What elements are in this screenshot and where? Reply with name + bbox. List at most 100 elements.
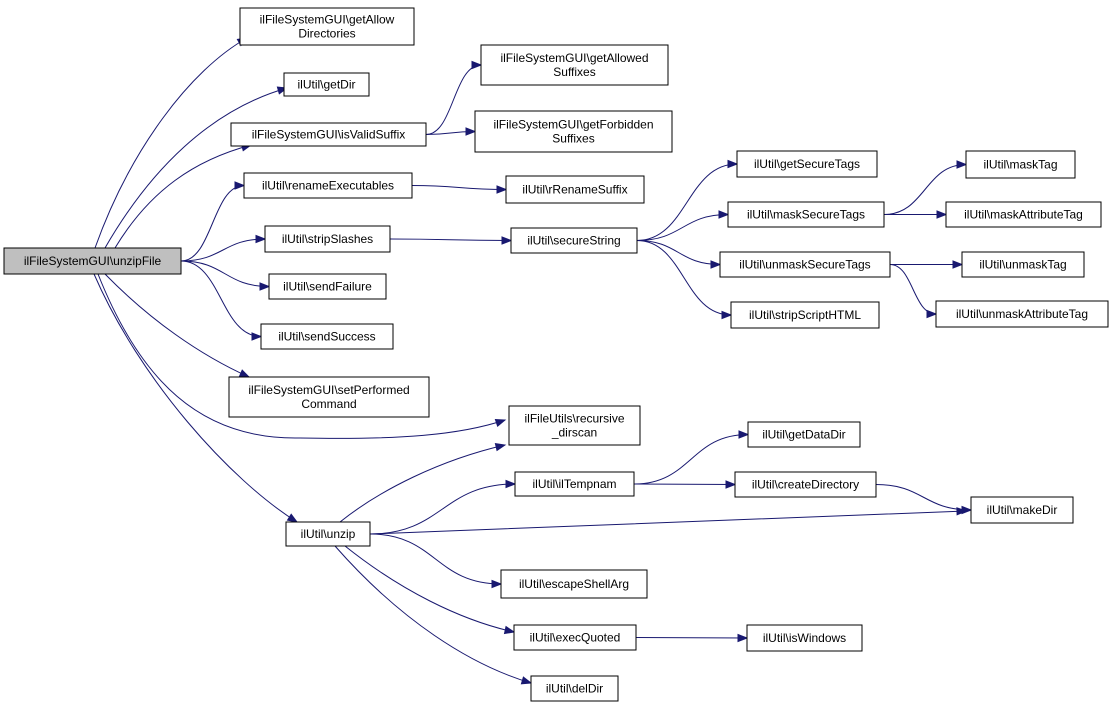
node-recursiveDirscan[interactable]: ilFileUtils\recursive_dirscan bbox=[508, 405, 641, 446]
node-box bbox=[727, 201, 885, 228]
edge-line bbox=[389, 238, 512, 241]
edge-secureString-to-maskSecureTags bbox=[636, 210, 730, 241]
node-box bbox=[264, 225, 391, 253]
node-rRenameSuffix[interactable]: ilUtil\rRenameSuffix bbox=[505, 175, 645, 204]
node-renameExecutables[interactable]: ilUtil\renameExecutables bbox=[243, 172, 413, 199]
edge-unmaskSecureTags-to-unmaskAttributeTag bbox=[889, 264, 938, 319]
node-unmaskSecureTags[interactable]: ilUtil\unmaskSecureTags bbox=[719, 251, 891, 278]
edge-isValidSuffix-to-getForbiddenSuffixes bbox=[425, 127, 477, 136]
edge-arrowhead bbox=[718, 210, 730, 219]
node-box bbox=[508, 405, 641, 446]
node-maskAttributeTag[interactable]: ilUtil\maskAttributeTag bbox=[945, 201, 1102, 228]
node-label: ilFileUtils\recursive bbox=[524, 412, 624, 426]
node-box bbox=[480, 44, 669, 86]
node-execQuoted[interactable]: ilUtil\execQuoted bbox=[513, 624, 637, 651]
node-label: ilUtil\ilTempnam bbox=[532, 477, 616, 491]
edge-isValidSuffix-to-getAllowedSuffixes bbox=[425, 60, 483, 135]
node-isWindows[interactable]: ilUtil\isWindows bbox=[746, 624, 863, 652]
edge-line bbox=[104, 87, 288, 249]
edge-arrowhead bbox=[259, 282, 271, 291]
node-unmaskTag[interactable]: ilUtil\unmaskTag bbox=[961, 251, 1085, 278]
node-createDirectory[interactable]: ilUtil\createDirectory bbox=[734, 471, 877, 498]
node-label: ilUtil\sendSuccess bbox=[278, 330, 375, 344]
edge-line bbox=[425, 64, 482, 135]
node-label: Suffixes bbox=[553, 65, 595, 79]
node-unzip[interactable]: ilUtil\unzip bbox=[285, 521, 371, 547]
node-sendSuccess[interactable]: ilUtil\sendSuccess bbox=[260, 323, 394, 350]
edge-line bbox=[94, 37, 248, 249]
node-label: ilUtil\createDirectory bbox=[752, 478, 859, 492]
edge-execQuoted-to-isWindows bbox=[635, 633, 749, 643]
node-box bbox=[935, 300, 1109, 328]
node-box bbox=[260, 323, 394, 350]
edge-line bbox=[636, 214, 729, 241]
edge-arrowhead bbox=[727, 159, 739, 169]
node-label: ilUtil\unmaskSecureTags bbox=[739, 258, 870, 272]
node-getDataDir[interactable]: ilUtil\getDataDir bbox=[747, 421, 861, 448]
node-delDir[interactable]: ilUtil\delDir bbox=[530, 675, 619, 702]
edge-arrowhead bbox=[738, 430, 750, 439]
node-getDir[interactable]: ilUtil\getDir bbox=[283, 72, 370, 97]
edge-unzip-to-recursiveDirscan bbox=[339, 442, 507, 523]
node-ilTempnam[interactable]: ilUtil\ilTempnam bbox=[514, 471, 635, 497]
edge-arrowhead bbox=[956, 507, 968, 516]
edge-line bbox=[883, 164, 967, 215]
node-stripScriptHTML[interactable]: ilUtil\stripScriptHTML bbox=[730, 301, 880, 329]
node-box bbox=[965, 150, 1076, 179]
edge-line bbox=[97, 273, 506, 439]
node-label: ilUtil\escapeShellArg bbox=[519, 577, 629, 591]
node-sendFailure[interactable]: ilUtil\sendFailure bbox=[268, 273, 387, 300]
edge-arrowhead bbox=[255, 234, 267, 244]
node-getSecureTags[interactable]: ilUtil\getSecureTags bbox=[736, 150, 878, 178]
edge-unzip-to-ilTempnam bbox=[369, 479, 517, 535]
node-label: Suffixes bbox=[552, 132, 594, 146]
edge-line bbox=[180, 185, 245, 262]
edge-line bbox=[369, 533, 502, 585]
edge-root-to-sendFailure bbox=[180, 260, 271, 291]
node-box bbox=[746, 624, 863, 652]
node-escapeShellArg[interactable]: ilUtil\escapeShellArg bbox=[500, 569, 648, 599]
edge-secureString-to-getSecureTags bbox=[636, 159, 739, 241]
node-box bbox=[505, 175, 645, 204]
node-label: ilUtil\getDataDir bbox=[762, 428, 845, 442]
node-label: ilUtil\renameExecutables bbox=[262, 179, 394, 193]
node-label: ilUtil\execQuoted bbox=[530, 631, 621, 645]
node-box bbox=[474, 110, 673, 153]
edge-ilTempnam-to-createDirectory bbox=[633, 480, 737, 489]
edge-line bbox=[633, 483, 736, 485]
node-box bbox=[719, 251, 891, 278]
node-label: ilFileSystemGUI\setPerformed bbox=[248, 383, 409, 397]
node-makeDir[interactable]: ilUtil\makeDir bbox=[970, 496, 1074, 524]
node-root[interactable]: ilFileSystemGUI\unzipFile bbox=[3, 247, 182, 275]
edge-maskSecureTags-to-maskTag bbox=[883, 160, 968, 215]
call-nodes: ilFileSystemGUI\unzipFile ilFileSystemGUI… bbox=[3, 7, 1109, 702]
node-maskSecureTags[interactable]: ilUtil\maskSecureTags bbox=[727, 201, 885, 228]
edge-line bbox=[875, 484, 972, 511]
node-label: ilFileSystemGUI\unzipFile bbox=[24, 254, 162, 268]
node-box bbox=[513, 624, 637, 651]
edge-secureString-to-unmaskSecureTags bbox=[636, 240, 722, 269]
call-edges bbox=[93, 37, 973, 685]
node-secureString[interactable]: ilUtil\secureString bbox=[510, 227, 638, 254]
edge-unzip-to-makeDir bbox=[369, 507, 968, 535]
edge-root-to-renameExecutables bbox=[180, 181, 246, 262]
edge-root-to-getDir bbox=[104, 86, 289, 249]
edge-line bbox=[344, 545, 515, 633]
node-box bbox=[514, 471, 635, 497]
node-label: _dirscan bbox=[551, 426, 597, 440]
node-stripSlashes[interactable]: ilUtil\stripSlashes bbox=[264, 225, 391, 253]
node-label: ilUtil\sendFailure bbox=[283, 280, 372, 294]
node-box bbox=[228, 376, 430, 418]
node-isValidSuffix[interactable]: ilFileSystemGUI\isValidSuffix bbox=[230, 122, 427, 147]
node-unmaskAttributeTag[interactable]: ilUtil\unmaskAttributeTag bbox=[935, 300, 1109, 328]
node-box bbox=[510, 227, 638, 254]
node-maskTag[interactable]: ilUtil\maskTag bbox=[965, 150, 1076, 179]
node-box bbox=[285, 521, 371, 547]
node-label: ilUtil\isWindows bbox=[763, 631, 846, 645]
node-label: ilUtil\unzip bbox=[301, 527, 356, 541]
